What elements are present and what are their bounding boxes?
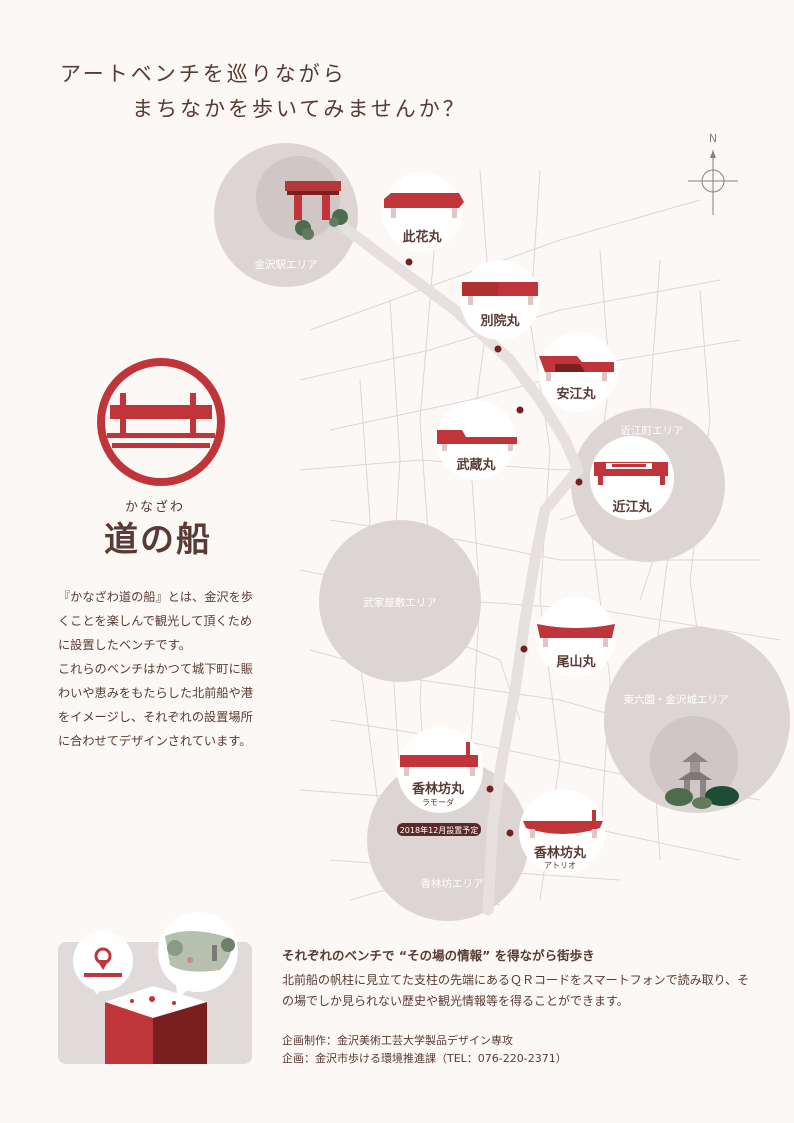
bench-yasue[interactable]: 安江丸 xyxy=(538,332,618,412)
bench-oyama[interactable]: 尾山丸 xyxy=(536,597,616,677)
bench-musashi[interactable]: 武蔵丸 xyxy=(436,400,517,480)
bench-label-korinbo-atrio: 香林坊丸 xyxy=(533,845,587,861)
headline-line2: まちなかを歩いてみませんか？ xyxy=(132,97,467,121)
bench-korinbo-lamoda[interactable]: 香林坊丸 ラモーダ xyxy=(397,727,483,813)
credit-planning: 企画：金沢市歩ける環境推進課（TEL：076-220-2371） xyxy=(282,1052,567,1065)
footer-body: 北前船の帆柱に見立てた支柱の先端にあるＱＲコードをスマートフォンで読み取り、その… xyxy=(282,973,750,1008)
notice-badge: 2018年12月設置予定 xyxy=(397,823,481,836)
description-para-1: 『かなざわ道の船』とは、金沢を歩くことを楽しんで観光して頂くために設置したベンチ… xyxy=(58,590,253,652)
footer-title: それぞれのベンチで “その場の情報” を得ながら街歩き xyxy=(282,948,595,963)
compass-icon xyxy=(688,150,738,215)
area-label-kenrokuen: 東六園・金沢城エリア xyxy=(624,693,729,706)
area-label-bukeyashiki: 武家屋敷エリア xyxy=(363,596,437,609)
bench-label-oyama: 尾山丸 xyxy=(556,654,596,670)
bench-sub-atrio: アトリオ xyxy=(544,861,576,870)
michi-no-fune-emblem xyxy=(97,358,225,486)
footer-illustration xyxy=(58,912,252,1064)
bench-korinbo-atrio[interactable]: 香林坊丸 アトリオ xyxy=(519,789,605,875)
bench-label-konohana: 此花丸 xyxy=(402,229,442,245)
svg-text:2018年12月設置予定: 2018年12月設置予定 xyxy=(400,825,479,835)
emblem-title: 道の船 xyxy=(104,520,212,560)
bench-label-betsuin: 別院丸 xyxy=(479,313,520,329)
description-block: 『かなざわ道の船』とは、金沢を歩くことを楽しんで観光して頂くために設置したベンチ… xyxy=(58,585,263,753)
area-label-station: 金沢駅エリア xyxy=(255,258,318,271)
bench-label-omi: 近江丸 xyxy=(612,499,652,515)
credit-production: 企画制作：金沢美術工芸大学製品デザイン専攻 xyxy=(282,1034,513,1047)
area-label-omicho: 近江町エリア xyxy=(621,424,684,437)
description-para-2: これらのベンチはかつて城下町に賑わいや恵みをもたらした北前船や港をイメージし、そ… xyxy=(58,662,253,748)
area-label-korinbo: 香林坊エリア xyxy=(421,877,484,890)
emblem-kana: かなざわ xyxy=(125,500,186,515)
walking-route xyxy=(339,222,584,916)
bench-label-yasue: 安江丸 xyxy=(556,386,596,402)
bench-label-korinbo-lamoda: 香林坊丸 xyxy=(411,781,465,797)
bench-konohana[interactable]: 此花丸 xyxy=(382,172,464,252)
bench-label-musashi: 武蔵丸 xyxy=(456,457,496,473)
stone-lantern-icon xyxy=(665,752,739,809)
bench-sub-lamoda: ラモーダ xyxy=(422,797,454,807)
tsuzumi-gate-icon xyxy=(285,181,348,240)
area-bukeyashiki xyxy=(319,520,481,682)
headline-line1: アートベンチを巡りながら xyxy=(60,62,347,86)
bench-betsuin[interactable]: 別院丸 xyxy=(460,260,540,340)
compass-north-label: N xyxy=(709,132,717,145)
bench-omi[interactable]: 近江丸 xyxy=(590,436,674,520)
